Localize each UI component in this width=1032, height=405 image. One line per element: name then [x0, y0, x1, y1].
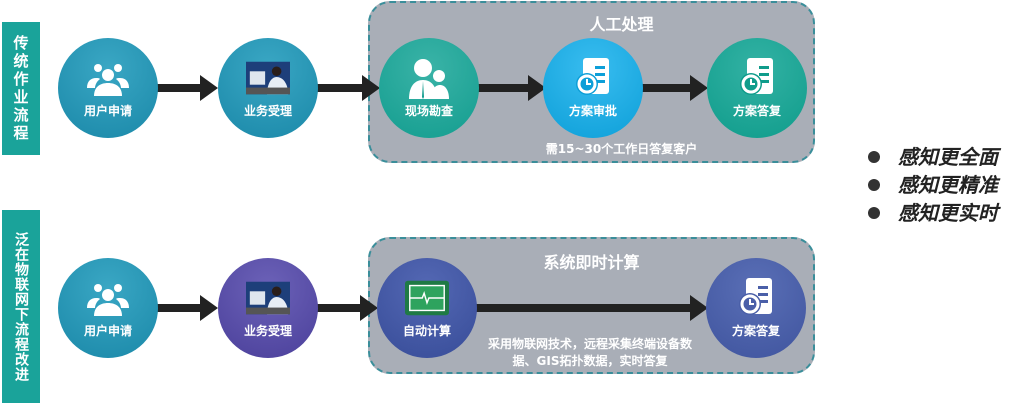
step-site-survey: 现场勘查	[379, 38, 479, 138]
benefit-text: 感知更实时	[898, 201, 998, 225]
benefit-item: 感知更精准	[868, 171, 998, 199]
duration-note: 需15~30个工作日答复客户	[545, 142, 698, 156]
flow-arrow	[476, 295, 708, 321]
step-label: 业务受理	[243, 103, 292, 118]
benefit-text: 感知更精准	[898, 173, 998, 197]
document-clock-icon	[735, 57, 779, 98]
step-label: 用户申请	[83, 323, 132, 338]
step-business-acceptance: 业务受理	[218, 38, 318, 138]
bullet-icon	[868, 207, 880, 219]
benefit-text: 感知更全面	[898, 145, 998, 169]
heartbeat-monitor-icon	[405, 278, 449, 318]
benefit-item: 感知更全面	[868, 143, 998, 171]
operator-photo-icon	[246, 278, 290, 318]
iot-note: 采用物联网技术，远程采集终端设备数 据、GIS拓扑数据，实时答复	[470, 336, 710, 370]
document-clock-icon	[571, 57, 615, 98]
document-clock-icon	[734, 277, 778, 318]
step-plan-approval: 方案审批	[543, 38, 643, 138]
step-label: 方案审批	[568, 103, 617, 118]
step-label: 业务受理	[243, 323, 292, 338]
iot-flow-label: 泛在物联网下流程改进	[2, 210, 40, 403]
step-label: 方案答复	[731, 323, 780, 338]
note-line: 采用物联网技术，远程采集终端设备数	[487, 337, 692, 351]
flow-arrow	[156, 75, 218, 101]
benefit-item: 感知更实时	[868, 199, 998, 227]
traditional-flow-label: 传统作业流程	[2, 22, 40, 155]
step-user-application: 用户申请	[58, 38, 158, 138]
step-plan-reply: 方案答复	[706, 258, 806, 358]
inspectors-icon	[407, 58, 451, 99]
step-auto-calculation: 自动计算	[377, 258, 477, 358]
bullet-icon	[868, 151, 880, 163]
flow-arrow	[316, 75, 380, 101]
step-label: 方案答复	[732, 103, 781, 118]
flow-arrow	[478, 75, 546, 101]
operator-photo-icon	[246, 58, 290, 98]
users-group-icon	[86, 58, 130, 98]
step-user-application: 用户申请	[58, 258, 158, 358]
note-line: 据、GIS拓扑数据，实时答复	[512, 354, 668, 368]
flow-arrow	[642, 75, 708, 101]
step-label: 现场勘查	[404, 103, 453, 118]
flow-arrow	[316, 295, 378, 321]
step-label: 用户申请	[83, 103, 132, 118]
step-plan-reply: 方案答复	[707, 38, 807, 138]
step-label: 自动计算	[402, 323, 451, 338]
bullet-icon	[868, 179, 880, 191]
flow-arrow	[156, 295, 218, 321]
panel-title: 系统即时计算	[543, 253, 640, 272]
step-business-acceptance: 业务受理	[218, 258, 318, 358]
users-group-icon	[86, 278, 130, 318]
panel-title: 人工处理	[589, 15, 654, 34]
benefits-list: 感知更全面 感知更精准 感知更实时	[868, 143, 998, 227]
